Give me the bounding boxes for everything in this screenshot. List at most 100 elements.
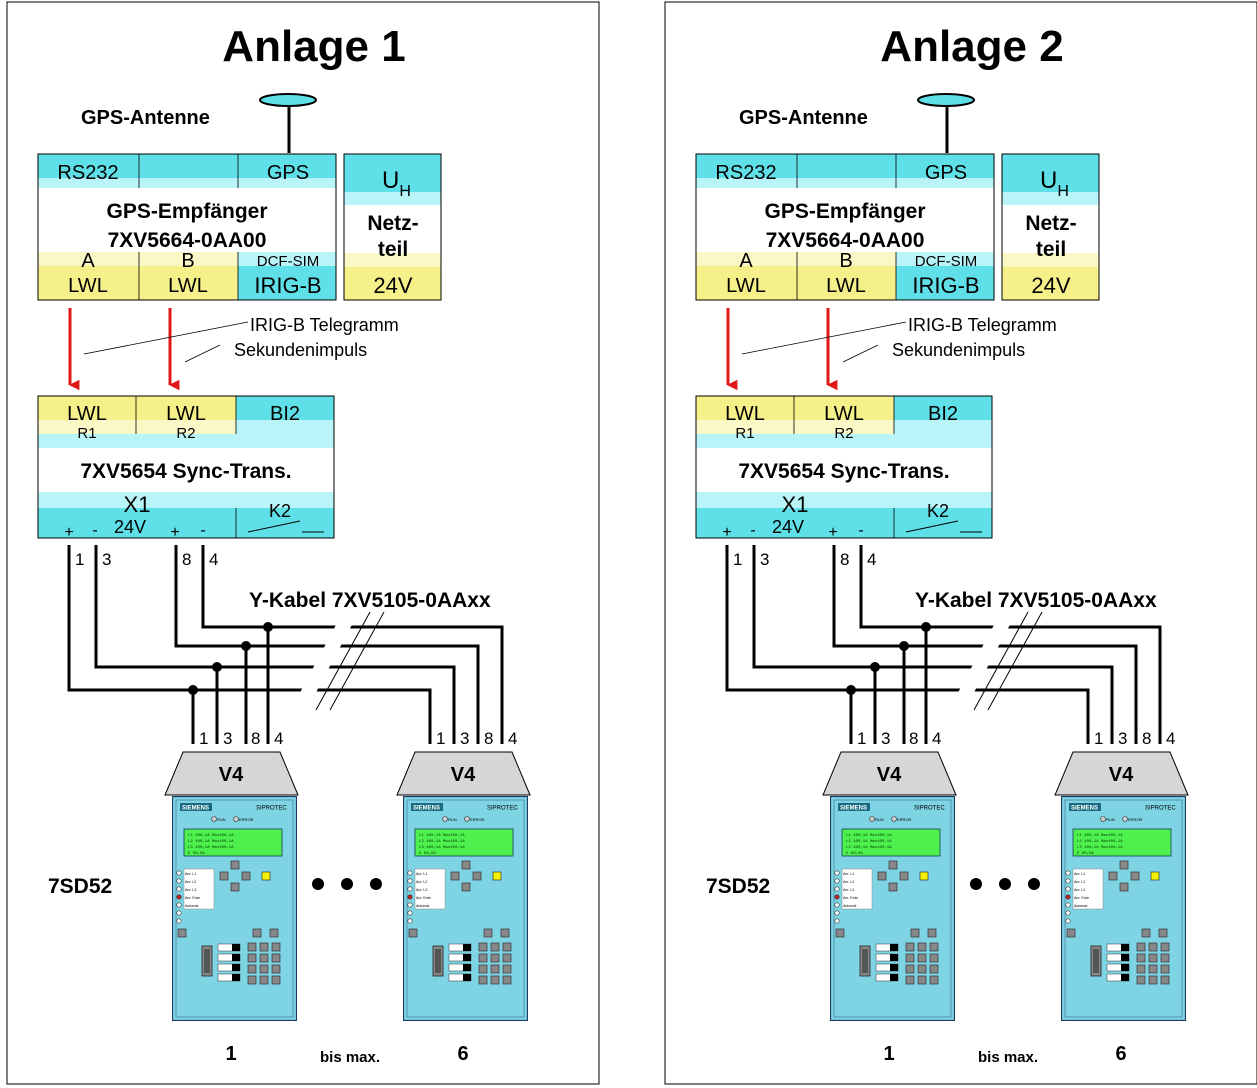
trans-plus-1: + <box>64 524 73 541</box>
port-b-type: LWL <box>826 275 866 297</box>
signal-pulse-label: Sekundenimpuls <box>234 340 367 360</box>
trans-minus-1: - <box>92 522 97 539</box>
receiver-model: 7XV5664-0AA00 <box>766 229 925 252</box>
trans-lwl-1: LWL <box>725 403 765 425</box>
trans-x1: X1 <box>124 492 151 517</box>
trans-bi2: BI2 <box>928 403 958 425</box>
pin-4-dev6: 4 <box>508 729 517 748</box>
panel-anlage-2: Anlage 2 GPS-Antenne RS232 GPS GPS-Empfä… <box>665 2 1257 1084</box>
trans-x1: X1 <box>782 492 809 517</box>
adapter-label-dev6: V4 <box>1109 764 1134 786</box>
range-label: bis max. <box>320 1049 380 1066</box>
port-irig-b: IRIG-B <box>912 273 979 298</box>
panel-title: Anlage 2 <box>880 22 1063 71</box>
pin-8-dev6: 8 <box>484 729 493 748</box>
transceiver-name: 7XV5654 Sync-Trans. <box>80 460 291 483</box>
port-b-type: LWL <box>168 275 208 297</box>
power-name-line2: teil <box>378 238 408 261</box>
power-name-line2: teil <box>1036 238 1066 261</box>
trans-bi2: BI2 <box>270 403 300 425</box>
port-a: A <box>739 250 753 272</box>
trans-r2: R2 <box>834 425 853 442</box>
range-label: bis max. <box>978 1049 1038 1066</box>
trans-lwl-2: LWL <box>824 403 864 425</box>
pin-1-dev1: 1 <box>199 729 208 748</box>
wire-4: 4 <box>867 550 876 569</box>
trans-lwl-2: LWL <box>166 403 206 425</box>
wire-1: 1 <box>733 550 742 569</box>
pin-8-dev1: 8 <box>909 729 918 748</box>
adapter-label-dev6: V4 <box>451 764 476 786</box>
power-uh: UH <box>382 167 411 200</box>
adapter-label-dev1: V4 <box>877 764 902 786</box>
trans-r1: R1 <box>735 425 754 442</box>
pin-1-dev1: 1 <box>857 729 866 748</box>
device-number-last: 6 <box>457 1043 468 1065</box>
adapter-label-dev1: V4 <box>219 764 244 786</box>
receiver-model: 7XV5664-0AA00 <box>108 229 267 252</box>
power-voltage: 24V <box>1031 273 1070 298</box>
transceiver-name: 7XV5654 Sync-Trans. <box>738 460 949 483</box>
device-number-last: 6 <box>1115 1043 1126 1065</box>
pin-4-dev6: 4 <box>1166 729 1175 748</box>
port-rs232: RS232 <box>57 162 118 184</box>
cable-label: Y-Kabel 7XV5105-0AAxx <box>249 589 491 612</box>
trans-k2: K2 <box>269 501 291 521</box>
trans-r2: R2 <box>176 425 195 442</box>
receiver-name: GPS-Empfänger <box>106 200 267 223</box>
pin-3-dev6: 3 <box>1118 729 1127 748</box>
port-a-type: LWL <box>68 275 108 297</box>
power-voltage: 24V <box>373 273 412 298</box>
trans-plus-2: + <box>828 524 837 541</box>
relay-label: 7SD52 <box>48 875 112 898</box>
port-dcf-sim: DCF-SIM <box>257 253 320 270</box>
signal-irig-label: IRIG-B Telegramm <box>250 315 399 335</box>
antenna-label: GPS-Antenne <box>739 107 868 129</box>
port-gps: GPS <box>267 162 309 184</box>
pin-1-dev6: 1 <box>1094 729 1103 748</box>
trans-minus-2: - <box>858 522 863 539</box>
power-name-line1: Netz- <box>1025 212 1076 235</box>
antenna-label: GPS-Antenne <box>81 107 210 129</box>
receiver-name: GPS-Empfänger <box>764 200 925 223</box>
port-irig-b: IRIG-B <box>254 273 321 298</box>
wire-8: 8 <box>840 550 849 569</box>
wire-4: 4 <box>209 550 218 569</box>
port-gps: GPS <box>925 162 967 184</box>
trans-r1: R1 <box>77 425 96 442</box>
pin-3-dev1: 3 <box>223 729 232 748</box>
trans-lwl-1: LWL <box>67 403 107 425</box>
port-dcf-sim: DCF-SIM <box>915 253 978 270</box>
pin-4-dev1: 4 <box>932 729 941 748</box>
pin-3-dev6: 3 <box>460 729 469 748</box>
trans-minus-2: - <box>200 522 205 539</box>
trans-k2: K2 <box>927 501 949 521</box>
relay-label: 7SD52 <box>706 875 770 898</box>
wire-8: 8 <box>182 550 191 569</box>
panel-anlage-1: Anlage 1 GPS-Antenne RS232 GPS GPS-Empfä… <box>7 2 599 1084</box>
port-rs232: RS232 <box>715 162 776 184</box>
device-number-first: 1 <box>225 1043 236 1065</box>
trans-minus-1: - <box>750 522 755 539</box>
wire-3: 3 <box>102 550 111 569</box>
pin-3-dev1: 3 <box>881 729 890 748</box>
panel-title: Anlage 1 <box>222 22 405 71</box>
device-number-first: 1 <box>883 1043 894 1065</box>
port-b: B <box>839 250 852 272</box>
trans-voltage: 24V <box>114 517 146 537</box>
port-a-type: LWL <box>726 275 766 297</box>
trans-plus-2: + <box>170 524 179 541</box>
pin-8-dev6: 8 <box>1142 729 1151 748</box>
power-uh: UH <box>1040 167 1069 200</box>
trans-voltage: 24V <box>772 517 804 537</box>
cable-label: Y-Kabel 7XV5105-0AAxx <box>915 589 1157 612</box>
port-b: B <box>181 250 194 272</box>
trans-plus-1: + <box>722 524 731 541</box>
power-name-line1: Netz- <box>367 212 418 235</box>
port-a: A <box>81 250 95 272</box>
pin-4-dev1: 4 <box>274 729 283 748</box>
wire-3: 3 <box>760 550 769 569</box>
pin-1-dev6: 1 <box>436 729 445 748</box>
wire-1: 1 <box>75 550 84 569</box>
